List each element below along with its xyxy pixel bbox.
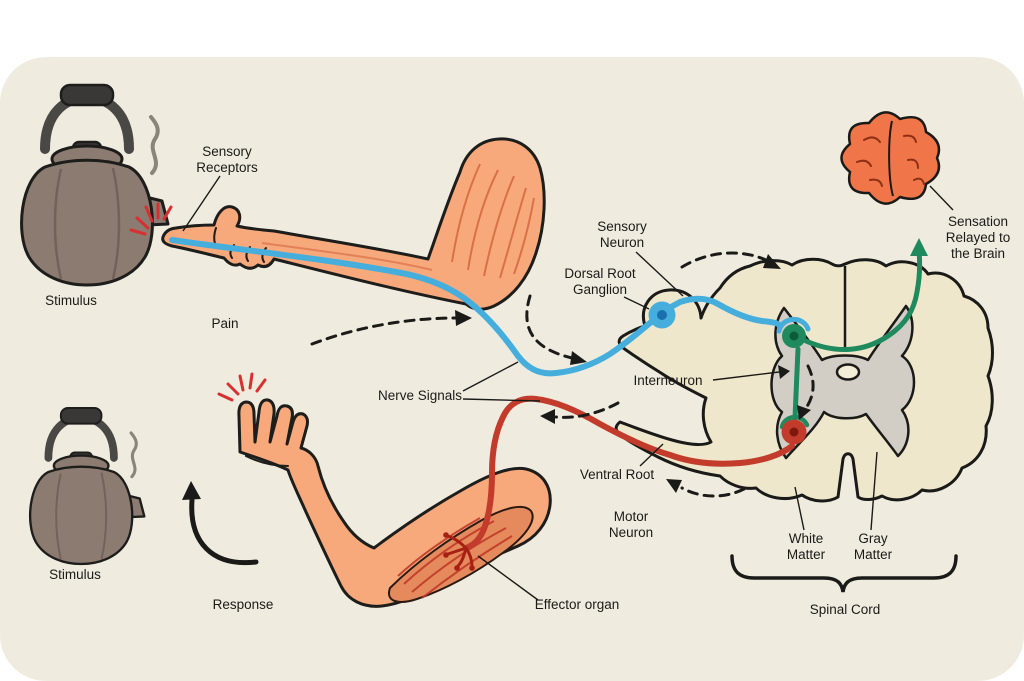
dashed-arrowhead-5 [540,409,555,424]
upper-arm-muscle-striations [451,163,535,279]
brain-arrowhead [910,238,928,256]
lower-arm-illustration [237,398,552,608]
sensory-receptors-pointer [182,175,221,232]
interneuron-pointer [712,371,780,381]
nerve-signals-label: Nerve Signals [378,388,462,403]
sensory-synapse-arc [776,316,811,334]
bouton [443,552,449,558]
interneuron-pathway [779,238,928,430]
ventral-root-pointer [639,443,664,467]
sensory-neuron-path [169,237,783,377]
dashed-arrow-afferent-2 [525,294,574,360]
spinal-cord-cross-section [614,257,994,503]
dorsal-root-ganglion-pointer [623,296,650,310]
response-arrow-curve [189,497,259,566]
ventral-root-label: Ventral Root [580,467,655,482]
response-arrow [182,481,259,566]
nerve-signals-pointer-motor [462,398,541,402]
dashed-arrow-interneuron [804,364,815,410]
dashed-arrow-efferent-1 [554,401,620,419]
bouton [443,532,449,538]
dashed-arrow-efferent-2 [680,486,746,498]
dashed-arrow-afferent-3 [680,251,770,269]
sensory-neuron-pointer [635,251,684,297]
spinal-cord-brace [730,554,958,593]
effector-organ-pointer [477,555,539,601]
interneuron-pointer-arrowhead [778,365,790,379]
motor-synapse-arc [779,414,810,430]
pointer-lines [182,175,958,601]
response-arrowhead [182,481,201,500]
motor-neuron-path [463,395,795,551]
dashed-arrowhead-1 [455,310,472,326]
upper-arm-shape [161,137,546,311]
pain-label: Pain [211,316,238,331]
neuromuscular-junction [443,532,475,571]
curled-finger-lines [213,227,267,263]
signal-direction-arrows [310,251,815,498]
pain-sparks-bottom [217,372,267,402]
stimulus-top-label: Stimulus [45,293,97,308]
diagram-canvas [0,57,1024,681]
effector-organ-label: Effector organ [535,597,620,612]
brain-pointer-line [929,185,954,211]
palm-crease [245,455,289,467]
dashed-arrowhead-2 [570,351,587,365]
spark-icon [217,372,267,402]
brain-gyri-squiggles [856,134,925,187]
dashed-arrowhead-4 [797,405,811,420]
white-matter-pointer [794,486,805,531]
motor-pathway [443,395,807,571]
spark-icon [129,202,173,236]
bouton [454,565,460,571]
pain-sparks-top [129,202,173,236]
brain-median-groove [888,120,894,197]
interneuron-label: Interneuron [633,373,702,388]
central-canal [835,363,861,381]
dorsal-root-ganglion-nucleus [657,310,667,320]
forearm-muscle-line [261,242,433,271]
nerve-signals-pointer-sensory [462,361,519,392]
bouton [469,565,475,571]
brain-illustration [840,111,954,211]
dashed-arrowhead-3 [763,254,781,269]
interneuron-to-motor-path [792,346,801,421]
upper-arm-illustration [161,137,546,311]
interneuron-nucleus [789,331,799,341]
motor-neuron-nucleus [789,427,799,437]
gray-matter-pointer [870,451,878,531]
response-label: Response [213,597,274,612]
spinal-cord-label: Spinal Cord [810,602,881,617]
dashed-arrowhead-6 [666,479,682,493]
dashed-arrow-afferent-1 [310,316,458,346]
stimulus-bottom-label: Stimulus [49,567,101,582]
effector-muscle-striations [397,517,513,599]
ascending-path-to-brain [803,249,923,352]
sensory-pathway [169,237,811,377]
nerve-ending-branches [446,534,474,568]
